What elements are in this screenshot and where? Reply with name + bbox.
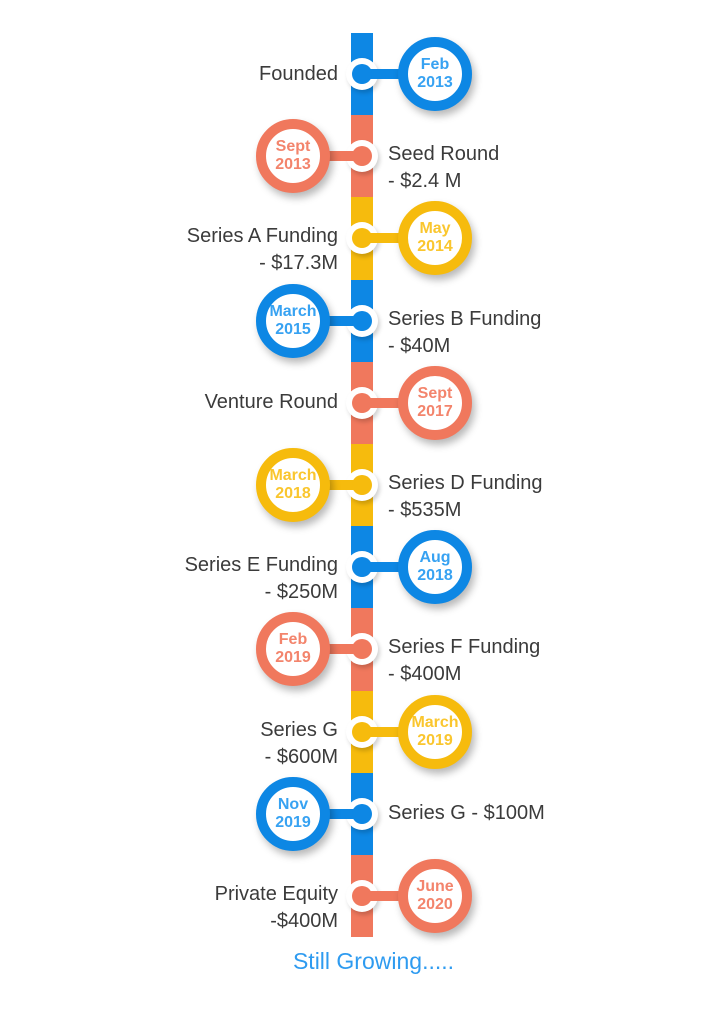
- timeline-node-core: [352, 721, 372, 742]
- date-circle: Sept 2013: [256, 119, 330, 194]
- event-label: Series B Funding - $40M: [388, 307, 542, 357]
- timeline-row: Series G - $100M Nov 2019: [0, 772, 725, 855]
- event-label: Private Equity -$400M: [214, 882, 338, 932]
- timeline-row: Series F Funding - $400M Feb 2019: [0, 608, 725, 691]
- timeline-node-core: [352, 885, 372, 906]
- timeline-row: Series E Funding - $250M Aug 2018: [0, 526, 725, 609]
- connector-line: [362, 233, 406, 244]
- date-circle: June 2020: [398, 858, 472, 933]
- timeline-node-core: [352, 64, 372, 85]
- timeline-row: Seed Round - $2.4 M Sept 2013: [0, 115, 725, 198]
- timeline-node-core: [352, 803, 372, 824]
- connector-line: [318, 480, 362, 491]
- event-label: Series D Funding - $535M: [388, 472, 543, 522]
- timeline-node-core: [352, 310, 372, 331]
- event-label: Series A Funding - $17.3M: [186, 225, 338, 275]
- timeline-node-core: [352, 557, 372, 578]
- date-circle: Sept 2017: [398, 365, 472, 440]
- timeline-node-core: [352, 392, 372, 413]
- event-label: Series F Funding - $400M: [388, 636, 541, 686]
- event-label: Seed Round - $2.4 M: [388, 143, 500, 193]
- date-label: Sept 2017: [417, 384, 453, 420]
- footer-text: Still Growing.....: [292, 948, 455, 974]
- date-label: Feb 2013: [417, 56, 453, 92]
- event-label: Venture Round: [204, 391, 338, 414]
- timeline-row: Series G - $600M March 2019: [0, 690, 725, 773]
- timeline-row: Series B Funding - $40M March 2015: [0, 279, 725, 362]
- date-label: March 2018: [269, 467, 317, 503]
- connector-line: [318, 644, 362, 655]
- date-label: May 2014: [417, 220, 453, 256]
- timeline-row: Series D Funding - $535M March 2018: [0, 443, 725, 527]
- connector-line: [362, 562, 406, 573]
- date-circle: Feb 2013: [398, 37, 472, 112]
- timeline-row: Founded Feb 2013: [0, 33, 725, 116]
- connector-line: [318, 808, 362, 819]
- date-label: Aug 2018: [417, 549, 453, 585]
- event-label: Founded: [259, 62, 338, 85]
- date-circle: Feb 2019: [256, 612, 330, 687]
- timeline-row: Private Equity -$400M June 2020: [0, 854, 725, 938]
- event-label: Series G - $100M: [388, 802, 545, 825]
- timeline-node-core: [352, 228, 372, 249]
- date-label: March 2015: [269, 302, 317, 338]
- date-label: June 2020: [416, 877, 454, 913]
- date-circle: Nov 2019: [256, 776, 330, 851]
- date-label: March 2019: [411, 713, 459, 749]
- date-label: Nov 2019: [275, 795, 311, 831]
- timeline-node-core: [352, 639, 372, 660]
- date-circle: Aug 2018: [398, 530, 472, 605]
- event-label: Series E Funding - $250M: [184, 554, 338, 604]
- timeline-node-core: [352, 146, 372, 167]
- connector-line: [362, 726, 406, 737]
- date-label: Sept 2013: [275, 138, 311, 174]
- connector-line: [318, 315, 362, 326]
- connector-line: [362, 890, 406, 901]
- date-circle: March 2018: [256, 448, 330, 523]
- date-circle: March 2019: [398, 694, 472, 769]
- date-label: Feb 2019: [275, 631, 311, 667]
- timeline-row: Series A Funding - $17.3M May 2014: [0, 197, 725, 280]
- date-circle: March 2015: [256, 283, 330, 358]
- connector-line: [318, 151, 362, 162]
- timeline: Founded Feb 2013 Seed Round - $2.4 M Sep…: [0, 33, 725, 938]
- date-circle: May 2014: [398, 201, 472, 276]
- timeline-row: Venture Round Sept 2017: [0, 361, 725, 444]
- connector-line: [362, 397, 406, 408]
- connector-line: [362, 69, 406, 80]
- timeline-node-core: [352, 475, 372, 496]
- event-label: Series G - $600M: [260, 718, 338, 768]
